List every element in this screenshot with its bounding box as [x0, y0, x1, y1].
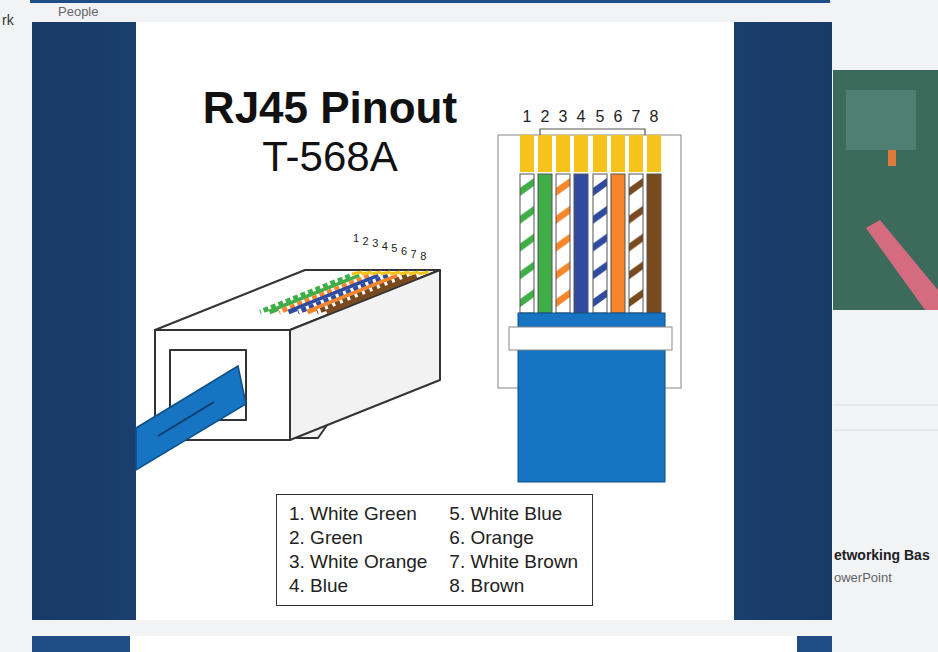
page-text: rk	[2, 12, 14, 28]
pin-number: 4	[378, 240, 392, 252]
pin-number: 6	[607, 108, 629, 126]
pin-number-box: 8	[416, 250, 430, 262]
pin-number: 4	[570, 108, 592, 126]
modal-panel	[32, 22, 832, 620]
pin-list-item: 2. Green	[289, 526, 427, 550]
previous-panel-edge	[30, 0, 830, 3]
pin-number: 6	[397, 245, 411, 257]
thumbnail-image	[833, 70, 938, 310]
pin-list-item: 5. White Blue	[449, 502, 578, 526]
pin-number-box: 6	[607, 108, 629, 126]
pin-number-box: 8	[643, 108, 665, 126]
page-text: owerPoint	[834, 570, 892, 585]
pin-list-item: 3. White Orange	[289, 550, 427, 574]
next-panel-image	[130, 636, 797, 652]
pin-list-item: 4. Blue	[289, 574, 427, 598]
pin-number-box: 7	[625, 108, 647, 126]
pin-number: 8	[643, 108, 665, 126]
page-text-box: rk	[2, 12, 14, 28]
pin-number-box: 6	[397, 245, 411, 257]
pin-list-item: 8. Brown	[449, 574, 578, 598]
divider	[833, 405, 938, 406]
page-text-box: etworking Bas	[834, 547, 930, 564]
thumbnail-detail	[846, 90, 916, 150]
pin-number-box: 4	[378, 240, 392, 252]
pin-number-box: 7	[407, 248, 421, 260]
pin-list-item: 1. White Green	[289, 502, 427, 526]
pin-number: 5	[589, 108, 611, 126]
pin-number: 7	[625, 108, 647, 126]
divider	[833, 430, 938, 431]
wires	[520, 174, 661, 313]
thumbnail-detail	[866, 220, 938, 310]
pin-number: 3	[368, 237, 382, 249]
pin-number-box: 3	[368, 237, 382, 249]
pin-number-box: 1	[349, 232, 363, 244]
pin-number: 3	[552, 108, 574, 126]
page-text: People	[58, 4, 98, 19]
pin-list-box: 1. White Green2. Green3. White Orange4. …	[276, 494, 593, 606]
pin-number: 2	[359, 235, 373, 247]
diagram-title: RJ45 Pinout	[130, 84, 530, 132]
pin-number-box: 2	[534, 108, 556, 126]
pin-number-box: 2	[359, 235, 373, 247]
crimp-band	[509, 327, 672, 350]
pin-number: 7	[407, 248, 421, 260]
bracket	[540, 129, 645, 135]
next-panel	[32, 636, 832, 652]
pin-number: 1	[349, 232, 363, 244]
pin-list-item: 7. White Brown	[449, 550, 578, 574]
pin-number: 1	[516, 108, 538, 126]
pin-number-box: 5	[589, 108, 611, 126]
subtitle: T-568A	[168, 134, 492, 180]
thumbnail-detail	[888, 150, 896, 166]
connector-housing	[498, 135, 681, 388]
pin-number-box: 1	[516, 108, 538, 126]
pin-number-box: 3	[552, 108, 574, 126]
pin-number-box: 4	[570, 108, 592, 126]
page-text-box: owerPoint	[834, 570, 892, 585]
pin-number: 2	[534, 108, 556, 126]
page-text-box: People	[58, 4, 98, 19]
pin-number: 8	[416, 250, 430, 262]
plug-wires	[260, 276, 417, 312]
cable	[136, 366, 246, 470]
cable-line	[158, 402, 214, 436]
pin-number: 5	[387, 242, 401, 254]
subtitle-box: T-568A	[168, 134, 492, 180]
plug-contacts	[352, 272, 429, 274]
title-box: RJ45 Pinout	[130, 84, 530, 132]
page-text: etworking Bas	[834, 547, 930, 564]
gold-pins	[520, 135, 661, 172]
pin-number-box: 5	[387, 242, 401, 254]
pin-list-item: 6. Orange	[449, 526, 578, 550]
